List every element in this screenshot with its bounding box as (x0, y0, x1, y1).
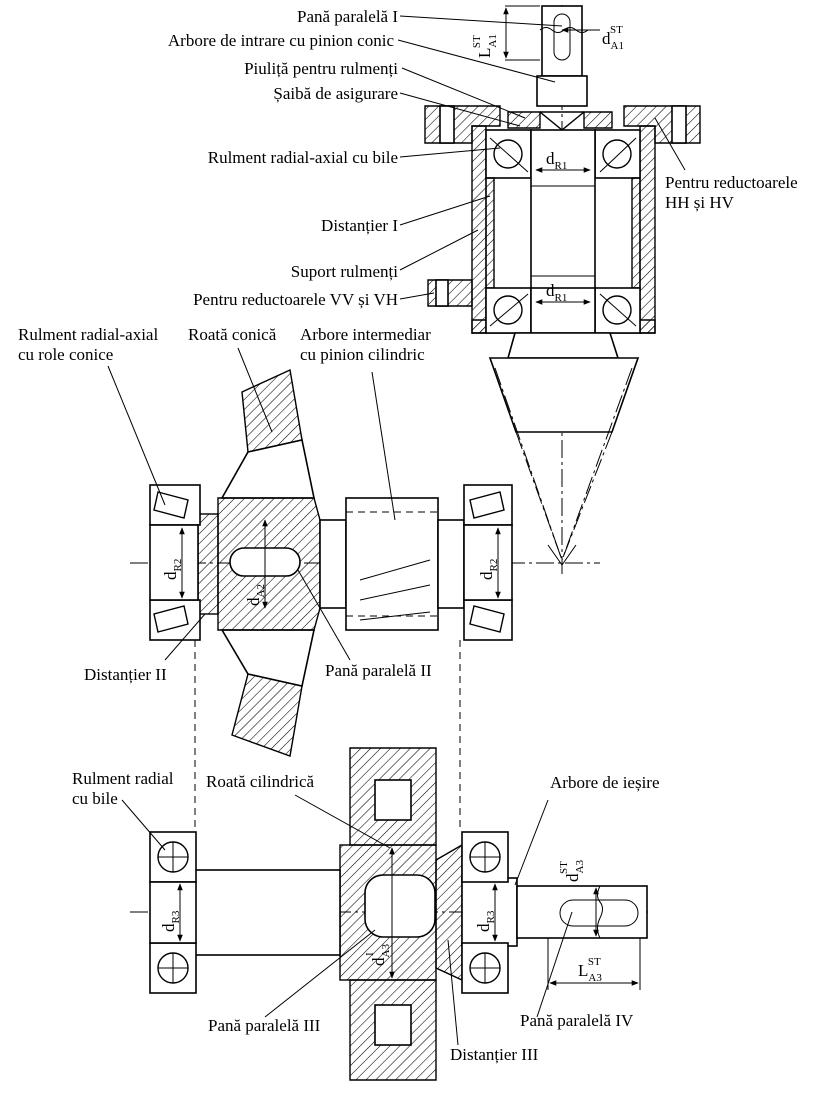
key-slot-1 (553, 13, 571, 61)
label-pentru-hh-hv-line1: Pentru reductoarele (665, 173, 798, 192)
cylindrical-pinion (345, 497, 439, 631)
input-shaft-neck (536, 75, 588, 107)
ball-1b (602, 139, 632, 169)
dim-label-d-r1-top: dR1 (546, 149, 567, 172)
label-roata-cilindrica: Roată cilindrică (206, 772, 315, 791)
leader-lines (107, 15, 686, 1046)
dim-label-d-a3-st: dA3ST (558, 860, 586, 882)
support-wall-right (639, 125, 656, 334)
bevel-gear-bottom-section (231, 673, 303, 757)
dim-label-d-r2-right: dR2 (477, 559, 500, 580)
output-shaft-right (461, 877, 518, 947)
lug-bolt-hole (435, 279, 449, 307)
label-roata-conica: Roată conică (188, 325, 277, 344)
label-piulita: Piuliță pentru rulmenți (244, 59, 398, 78)
bearing-1-bottom-right (594, 287, 641, 334)
taper-bearing-right-bottom (463, 599, 513, 641)
label-rulment-role-conice-line1: Rulment radial-axial (18, 325, 158, 344)
dim-label-l-a1: LA1ST (471, 34, 499, 58)
label-rulment-radial-bile-line1: Rulment radial (72, 769, 174, 788)
intermediate-shaft-right (437, 519, 465, 609)
label-pentru-vv-vh: Pentru reductoarele VV și VH (193, 290, 398, 309)
dim-label-d-r3-left: dR3 (159, 910, 182, 932)
dimension-labels: LA1ST dA1ST dR1 dR1 dR2 dA2 dR2 dR3 dA3I… (159, 24, 624, 984)
dim-label-d-r1-bottom: dR1 (546, 281, 567, 304)
spacer-2 (197, 513, 219, 615)
label-pana-paralela-3: Pană paralelă III (208, 1016, 321, 1035)
output-shaft-assembly (130, 747, 650, 1081)
output-shaft-left (194, 869, 341, 956)
dim-label-d-r3-right: dR3 (474, 910, 497, 932)
bevel-pinion-teeth (488, 357, 640, 433)
label-pentru-hh-hv-line2: HH și HV (665, 193, 735, 212)
spacer-1-left (485, 177, 495, 289)
label-arbore-intermediar-line2: cu pinion cilindric (300, 345, 425, 364)
input-shaft-body (530, 129, 596, 291)
dim-label-l-a3: LA3ST (578, 956, 602, 984)
label-arbore-intermediar-line1: Arbore intermediar (300, 325, 431, 344)
label-suport-rulmenti: Suport rulmenți (291, 262, 398, 281)
side-mount-lug (427, 279, 473, 307)
intermediate-shaft-neck (319, 519, 347, 609)
shaft-seat-right (463, 524, 513, 601)
spacer-1-right (631, 177, 641, 289)
input-shaft-assembly (424, 5, 701, 575)
bevel-gear-web-bottom (220, 629, 315, 687)
bearing-nut-right (583, 111, 613, 129)
label-distantier-1: Distanțier I (321, 216, 398, 235)
intermediate-shaft-assembly (130, 368, 600, 830)
bevel-gear-web-top (220, 439, 315, 499)
output-shaft-end (516, 885, 648, 939)
dim-label-d-a1: dA1ST (602, 24, 624, 52)
label-saiba: Șaibă de asigurare (273, 84, 398, 103)
label-rulment-role-conice-line2: cu role conice (18, 345, 113, 364)
bevel-gear-top-section (241, 368, 303, 453)
ball-1d (602, 295, 632, 325)
bearing-seat-left (149, 881, 197, 944)
taper-bearing-left-bottom (149, 599, 201, 641)
label-distantier-2: Distanțier II (84, 665, 167, 684)
shaft-seat-left (149, 524, 199, 601)
key-slot-3 (364, 874, 436, 938)
label-distantier-3: Distanțier III (450, 1045, 539, 1064)
wheel-window-bottom (374, 1004, 412, 1046)
label-rulment-radial-bile-line2: cu bile (72, 789, 118, 808)
labels: Pană paralelă I Arbore de intrare cu pin… (18, 7, 798, 1064)
wheel-window-top (374, 779, 412, 821)
bearing-nut-left (507, 111, 541, 129)
flange-bolt-hole-left (439, 105, 455, 144)
dim-label-d-a2: dA2 (244, 584, 267, 606)
label-rulment-radial-axial-bile: Rulment radial-axial cu bile (208, 148, 398, 167)
pitch-cone-right (561, 431, 613, 561)
taper-bearing-left-top (149, 484, 201, 526)
input-shaft-end (541, 5, 583, 77)
label-arbore-iesire: Arbore de ieșire (550, 773, 660, 792)
label-pana-paralela-4: Pană paralelă IV (520, 1011, 634, 1030)
support-wall-left (471, 125, 487, 334)
dim-label-d-a3-i: dA3I (364, 944, 392, 966)
pitch-cone-left (515, 431, 563, 561)
bevel-pinion-hub (506, 332, 620, 359)
ball-1a (493, 139, 523, 169)
spacer-3 (435, 843, 463, 982)
label-pana-paralela-2: Pană paralelă II (325, 661, 432, 680)
label-arbore-intrare: Arbore de intrare cu pinion conic (168, 31, 395, 50)
flange-bolt-hole-right (671, 105, 687, 144)
dim-label-d-r2-left: dR2 (161, 559, 184, 580)
ball-1c (493, 295, 523, 325)
label-pana-paralela-1: Pană paralelă I (297, 7, 398, 26)
